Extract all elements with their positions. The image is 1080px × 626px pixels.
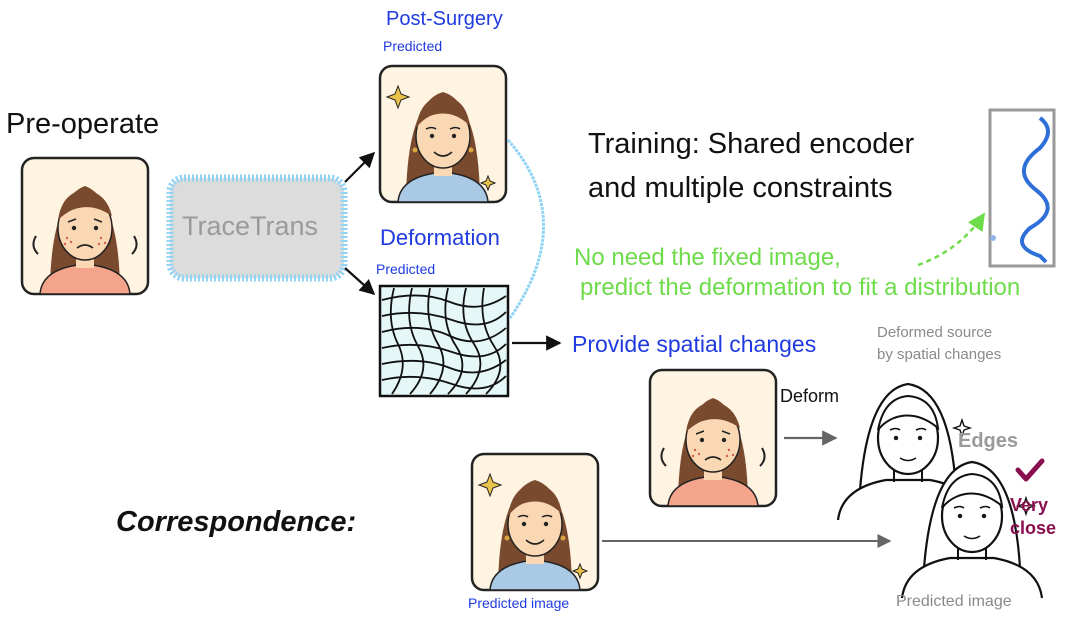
provide-spatial-label: Provide spatial changes <box>572 331 817 357</box>
arrow-to-deformation <box>344 267 376 296</box>
green-dashed-arrow <box>917 212 986 267</box>
tracetrans-box <box>166 174 348 282</box>
check-icon <box>1015 458 1045 482</box>
deform-label: Deform <box>780 386 840 406</box>
deformed-source-line2: by spatial changes <box>877 346 1002 363</box>
post-surgery-portrait <box>378 64 508 204</box>
training-line2: and multiple constraints <box>588 172 893 204</box>
deformed-source-line1: Deformed source <box>877 324 993 341</box>
pre-operate-label: Pre-operate <box>6 108 160 140</box>
distribution-plot <box>988 108 1056 268</box>
no-need-line2: predict the deformation to fit a distrib… <box>580 274 1021 301</box>
tracetrans-label: TraceTrans <box>182 211 319 241</box>
deformation-grid <box>378 284 510 398</box>
pre-operate-portrait <box>20 156 150 296</box>
deformation-label: Deformation <box>380 225 500 250</box>
no-need-line1: No need the fixed image, <box>574 244 841 271</box>
close-label: close <box>1010 518 1057 538</box>
very-label: Very <box>1010 495 1049 515</box>
predicted-image-right-label: Predicted image <box>896 593 1012 610</box>
predicted-image-left-label: Predicted image <box>468 595 570 611</box>
arrow-to-post-surgery <box>344 151 376 183</box>
predicted-top-label: Predicted <box>383 38 443 54</box>
training-line1: Training: Shared encoder <box>588 128 915 160</box>
edges-label: Edges <box>958 430 1019 452</box>
predicted-image-portrait <box>470 452 600 592</box>
source-portrait <box>648 368 778 508</box>
post-surgery-label: Post-Surgery <box>386 8 503 30</box>
predicted-mid-label: Predicted <box>376 261 436 277</box>
constraint-curve <box>506 139 545 319</box>
correspondence-label: Correspondence: <box>116 506 357 538</box>
